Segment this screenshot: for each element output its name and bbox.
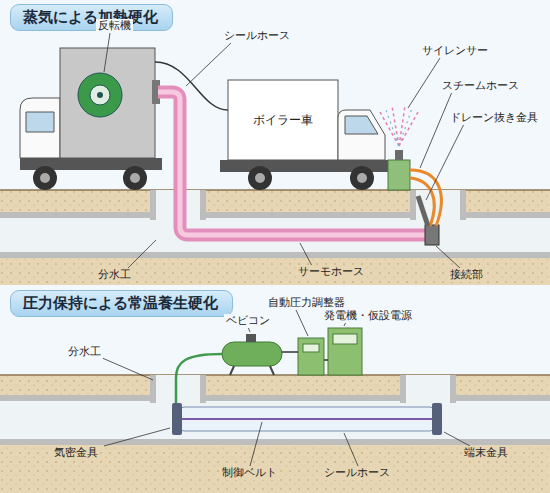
part-label: サイレンサー — [420, 44, 490, 58]
sewer-pipe — [0, 395, 550, 445]
silencer — [388, 160, 410, 190]
part-label: 端末金具 — [462, 446, 510, 460]
part-label: 発電機・仮設電源 — [322, 309, 414, 323]
section-header: 蒸気による加熱硬化 — [10, 4, 173, 31]
compressor-tank — [222, 334, 282, 375]
part-label: サーモホース — [296, 265, 366, 279]
section-header: 圧力保持による常温養生硬化 — [10, 290, 233, 317]
node-text: ボイラー車 — [253, 112, 313, 129]
part-label: ベビコン — [224, 314, 272, 328]
reverser-truck — [20, 48, 162, 190]
part-label: 反転機 — [96, 19, 133, 33]
connection — [425, 225, 439, 245]
boiler-truck — [220, 80, 390, 190]
end-fitting — [432, 403, 442, 435]
part-label: ドレーン抜き金具 — [448, 111, 540, 125]
steam-spray — [380, 106, 418, 146]
part-label: 分水工 — [96, 268, 133, 282]
seal-hose — [158, 92, 426, 235]
part-label: 制御ベルト — [220, 466, 279, 480]
part-label: シールホース — [322, 466, 392, 480]
truck-body: ボイラー車 — [228, 80, 338, 160]
part-label: 分水工 — [66, 345, 103, 359]
node-text: 蒸気による加熱硬化 — [23, 8, 158, 26]
node-text: 圧力保持による常温養生硬化 — [23, 294, 218, 312]
control-belt — [182, 418, 432, 420]
part-label: スチームホース — [440, 79, 521, 93]
part-label: シールホース — [222, 29, 292, 43]
ground — [0, 375, 550, 493]
drain-fitting — [418, 196, 428, 226]
leader-lines — [104, 33, 464, 268]
part-label: 気密金具 — [52, 446, 100, 460]
pressure-regulator — [298, 338, 324, 375]
part-label: 自動圧力調整器 — [266, 296, 347, 310]
generator — [328, 328, 362, 375]
part-label: 接続部 — [448, 268, 485, 282]
airtight-fitting — [172, 403, 182, 435]
leader-lines — [100, 310, 470, 466]
seal-hose — [180, 407, 434, 431]
